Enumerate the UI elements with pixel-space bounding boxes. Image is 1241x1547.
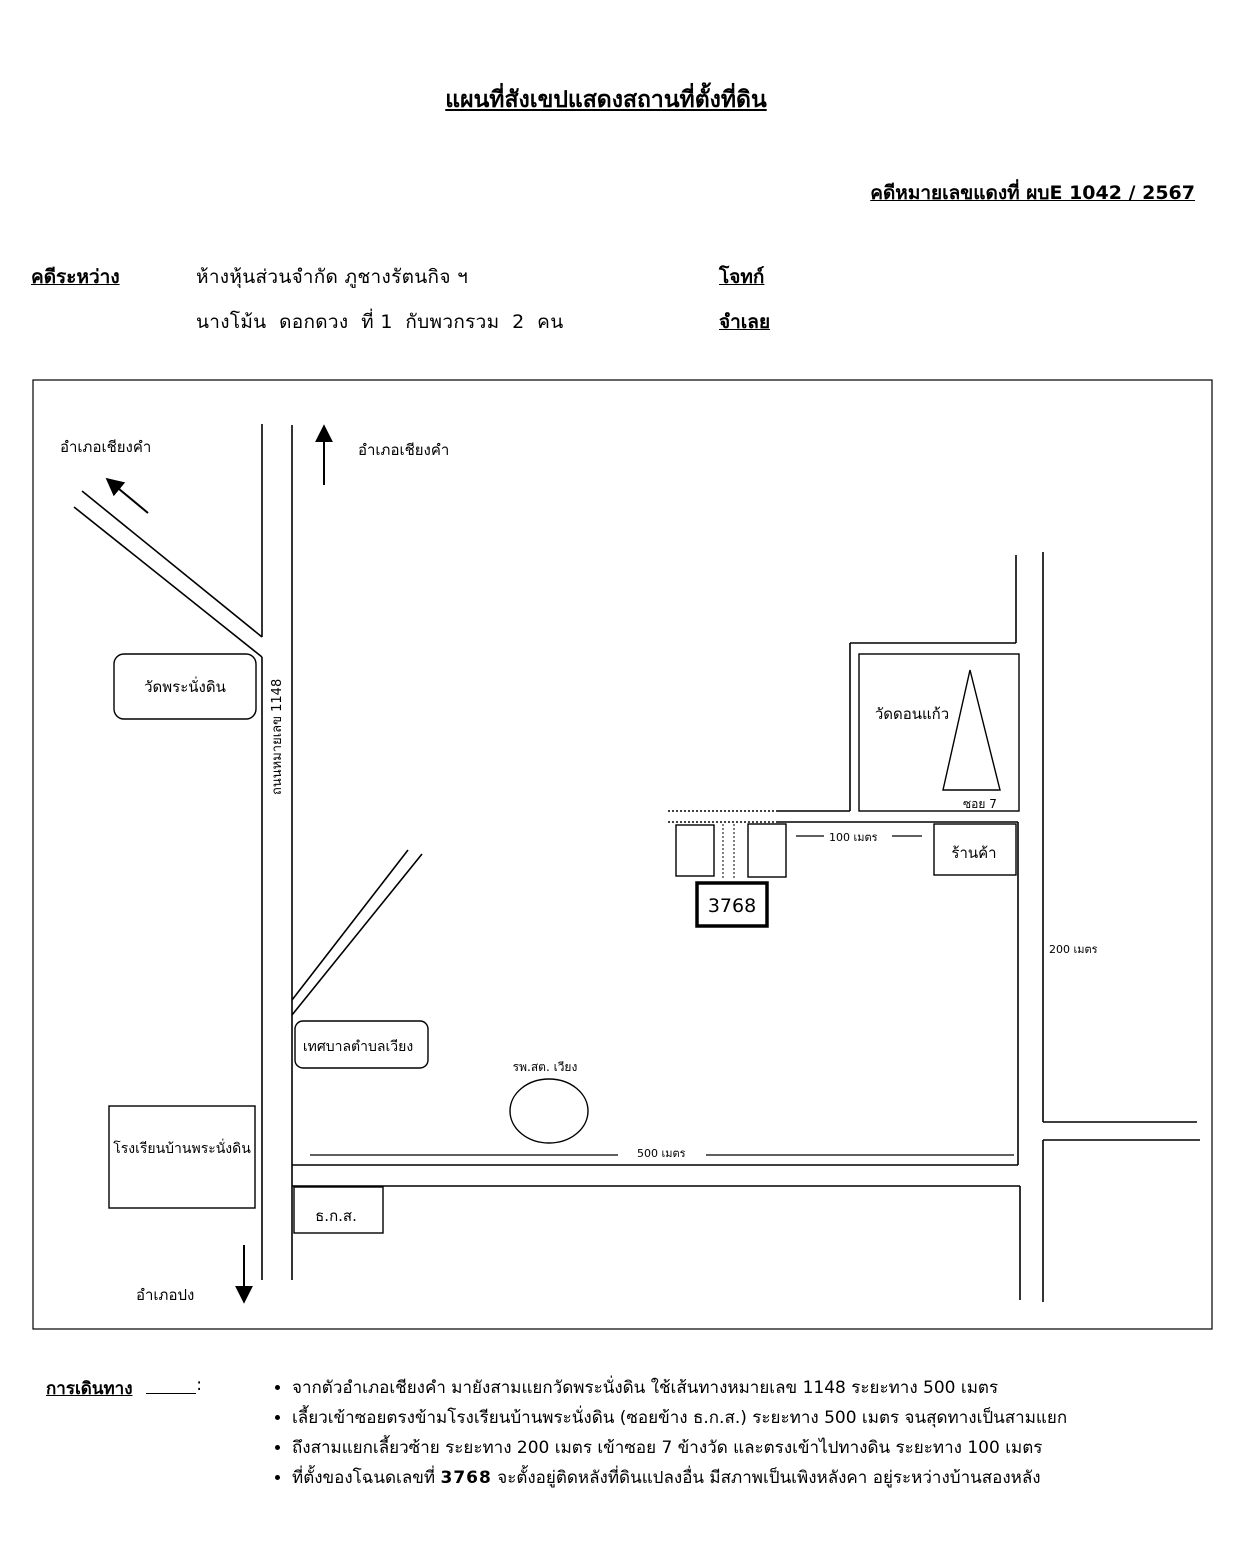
page-title: แผนที่สังเขปแสดงสถานที่ตั้งที่ดิน <box>445 87 767 113</box>
municipality-box <box>294 1020 429 1069</box>
temple-phra-box <box>113 653 257 720</box>
route-step: ถึงสามแยกเลี้ยวซ้าย ระยะทาง 200 เมตร เข้… <box>292 1433 1067 1463</box>
label-north-top: อำเภอเชียงคำ <box>358 441 449 459</box>
plaintiff-role: โจทก์ <box>719 266 765 288</box>
municipality-label: เทศบาลตำบลเวียง <box>303 1039 413 1055</box>
defendant-name: นางโม้น ดอกดวง ที่ 1 กับพวกรวม 2 คน <box>196 311 564 333</box>
route-step: จากตัวอำเภอเชียงคำ มายังสามแยกวัดพระนั่ง… <box>292 1373 1067 1403</box>
soi-label: ซอย 7 <box>963 797 997 811</box>
hospital-ellipse <box>509 1078 589 1144</box>
temple-don-box <box>858 653 1020 812</box>
dist-500-label: 500 เมตร <box>637 1147 686 1160</box>
deed-label: 3768 <box>708 895 756 917</box>
house-right <box>747 823 787 878</box>
dist-100-label: 100 เมตร <box>829 831 878 844</box>
house-left <box>675 824 715 877</box>
case-number: คดีหมายเลขแดงที่ ผบE 1042 / 2567 <box>870 182 1195 204</box>
temple-don-label: วัดดอนแก้ว <box>875 705 949 723</box>
road-1148-label: ถนนหมายเลข 1148 <box>270 679 285 795</box>
parties-label: คดีระหว่าง <box>31 266 120 288</box>
map-frame <box>32 379 1213 1330</box>
route-step: เลี้ยวเข้าซอยตรงข้ามโรงเรียนบ้านพระนั่งด… <box>292 1403 1067 1433</box>
plaintiff-name: ห้างหุ้นส่วนจำกัด ภูชางรัตนกิจ ฯ <box>196 266 469 288</box>
road-1148 <box>73 424 1200 1302</box>
arrow-northwest-icon <box>105 477 149 514</box>
temple-phra-label: วัดพระนั่งดิน <box>144 676 226 696</box>
label-north-left: อำเภอเชียงคำ <box>60 438 151 456</box>
route-colon: : <box>146 1375 202 1395</box>
hospital-label: รพ.สต. เวียง <box>513 1060 578 1074</box>
dist-200-label: 200 เมตร <box>1049 943 1098 956</box>
route-step: ที่ตั้งของโฉนดเลขที่ 3768 จะตั้งอยู่ติดห… <box>292 1463 1067 1493</box>
baac-label: ธ.ก.ส. <box>315 1207 357 1225</box>
baac-box <box>293 1186 384 1234</box>
temple-triangle-icon <box>942 669 1001 791</box>
defendant-role: จำเลย <box>719 311 771 333</box>
deed-box <box>695 881 769 928</box>
shop-label: ร้านค้า <box>951 844 996 862</box>
shop-box <box>933 823 1017 876</box>
route-label: การเดินทาง <box>46 1379 133 1399</box>
route-steps: จากตัวอำเภอเชียงคำ มายังสามแยกวัดพระนั่ง… <box>270 1373 1067 1493</box>
school-label: โรงเรียนบ้านพระนั่งดิน <box>113 1139 251 1157</box>
label-south: อำเภอปง <box>136 1286 194 1304</box>
school-box <box>108 1105 256 1209</box>
route-deed-number: 3768 <box>440 1468 492 1488</box>
